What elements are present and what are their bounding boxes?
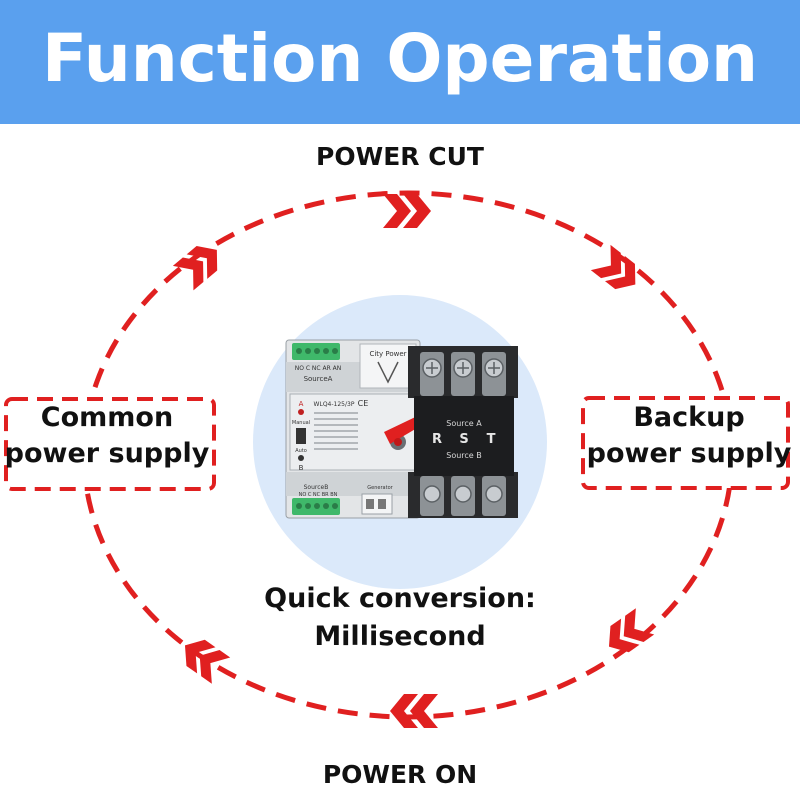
quick-conversion-line2: Millisecond <box>314 621 486 652</box>
device-source-a-top-label: SourceA <box>304 375 333 383</box>
page-title: Function Operation <box>41 20 759 97</box>
backup-supply-line2: power supply <box>586 438 792 469</box>
device-ce-mark: CE <box>358 399 369 408</box>
chevron-bottom-icon <box>390 694 438 728</box>
backup-supply-label: Backup power supply <box>582 400 796 472</box>
common-supply-box <box>4 397 216 491</box>
chevron-top-icon <box>383 194 431 228</box>
chevron-lower-right-icon <box>608 608 655 653</box>
backup-supply-box <box>581 396 790 490</box>
title-banner: Function Operation <box>0 0 800 124</box>
device-phase-s: S <box>459 432 468 447</box>
device-source-b-switch-label: Source B <box>446 451 482 460</box>
device-phase-r: R <box>432 432 442 447</box>
common-supply-line2: power supply <box>4 438 210 469</box>
ats-switch-device: City Power NO C NC AR AN SourceA A Manua… <box>285 339 518 519</box>
common-supply-line1: Common <box>40 402 174 433</box>
device-model-label: WLQ4-125/3P <box>314 401 355 408</box>
device-phase-t: T <box>487 432 496 447</box>
device-source-a-switch-label: Source A <box>446 419 482 428</box>
device-terminal-bottom-label: NO C NC BR BN <box>299 492 338 498</box>
chevron-upper-right-icon <box>590 244 636 290</box>
device-source-b-bottom-label: SourceB <box>304 484 329 491</box>
backup-supply-line1: Backup <box>633 402 745 433</box>
common-supply-label: Common power supply <box>0 400 214 472</box>
device-indicator-a: A <box>299 400 304 408</box>
chevron-upper-left-icon <box>172 245 218 291</box>
device-generator-label: Generator <box>367 485 393 491</box>
device-indicator-b: B <box>299 464 304 472</box>
device-manual-label: Manual <box>292 420 310 426</box>
chevron-lower-left-icon <box>184 639 231 684</box>
terminal-block-bottom <box>292 498 340 515</box>
power-on-label: POWER ON <box>322 760 478 789</box>
device-city-power-label: City Power <box>369 350 406 358</box>
quick-conversion-line1: Quick conversion: <box>264 583 536 614</box>
device-auto-label: Auto <box>295 448 307 454</box>
quick-conversion-caption: Quick conversion: Millisecond <box>200 580 600 656</box>
device-terminal-top-label: NO C NC AR AN <box>295 365 342 372</box>
terminal-block-top <box>292 343 340 360</box>
power-cut-label: POWER CUT <box>316 142 484 171</box>
